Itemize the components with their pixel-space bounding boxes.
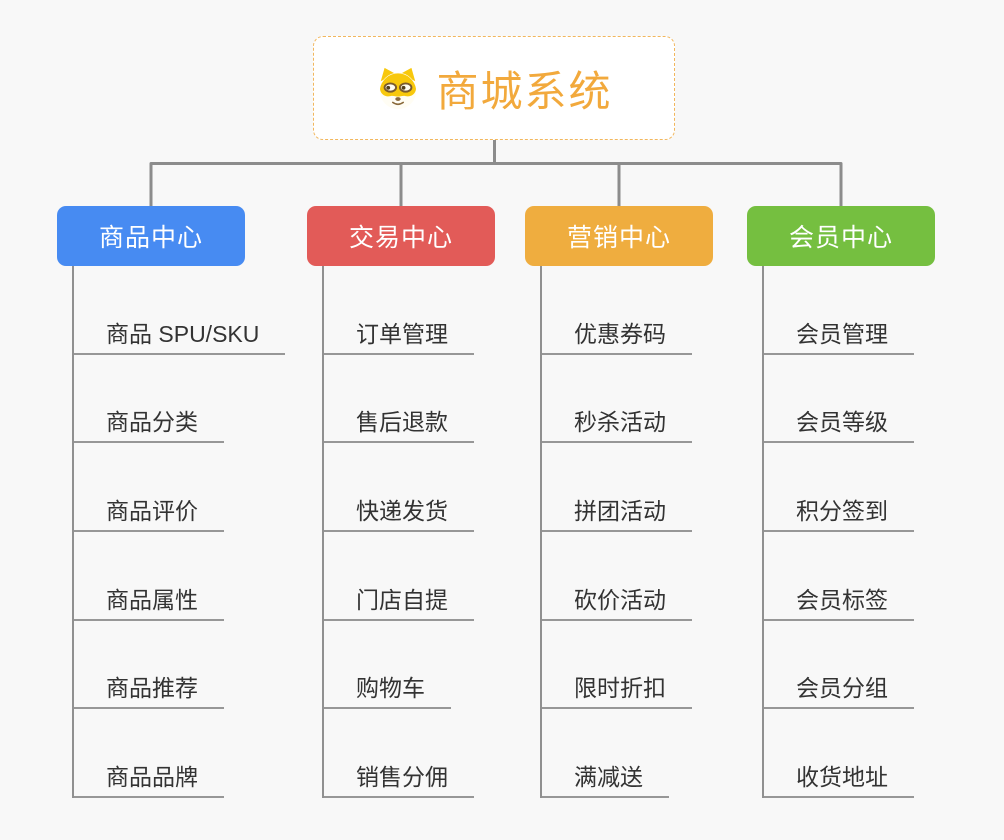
branch-node[interactable]: 交易中心	[307, 206, 495, 266]
leaf-node[interactable]: 秒杀活动	[542, 355, 692, 444]
leaf-node[interactable]: 砍价活动	[542, 532, 692, 621]
leaf-node[interactable]: 商品评价	[74, 443, 224, 533]
leaf-node[interactable]: 售后退款	[324, 355, 474, 444]
branch-node[interactable]: 营销中心	[525, 206, 713, 266]
leaf-node[interactable]: 会员标签	[764, 532, 914, 621]
leaf-node[interactable]: 商品品牌	[74, 709, 224, 799]
leaf-node[interactable]: 商品属性	[74, 532, 224, 621]
branch-node[interactable]: 商品中心	[57, 206, 245, 266]
branch-trade-center: 交易中心 订单管理 售后退款 快递发货 门店自提 购物车 销售分佣	[307, 206, 495, 799]
leaf-node[interactable]: 会员等级	[764, 355, 914, 444]
branch-items: 优惠券码 秒杀活动 拼团活动 砍价活动 限时折扣 满减送	[540, 266, 713, 799]
leaf-node[interactable]: 购物车	[324, 621, 451, 710]
leaf-node[interactable]: 限时折扣	[542, 621, 692, 710]
leaf-node[interactable]: 会员分组	[764, 621, 914, 710]
branch-items: 商品 SPU/SKU 商品分类 商品评价 商品属性 商品推荐 商品品牌	[72, 266, 286, 799]
root-node[interactable]: 商城系统	[313, 36, 675, 140]
leaf-node[interactable]: 拼团活动	[542, 443, 692, 533]
branch-items: 会员管理 会员等级 积分签到 会员标签 会员分组 收货地址	[762, 266, 935, 799]
leaf-node[interactable]: 门店自提	[324, 532, 474, 621]
leaf-node[interactable]: 订单管理	[324, 266, 474, 355]
leaf-node[interactable]: 优惠券码	[542, 266, 692, 355]
branch-node[interactable]: 会员中心	[747, 206, 935, 266]
leaf-node[interactable]: 商品分类	[74, 355, 224, 444]
branch-marketing-center: 营销中心 优惠券码 秒杀活动 拼团活动 砍价活动 限时折扣 满减送	[525, 206, 713, 799]
branch-items: 订单管理 售后退款 快递发货 门店自提 购物车 销售分佣	[322, 266, 495, 799]
leaf-node[interactable]: 销售分佣	[324, 709, 474, 799]
dog-face-icon	[380, 67, 417, 110]
leaf-node[interactable]: 商品 SPU/SKU	[74, 266, 286, 355]
leaf-node[interactable]: 收货地址	[764, 709, 914, 799]
leaf-node[interactable]: 会员管理	[764, 266, 914, 355]
leaf-node[interactable]: 满减送	[542, 709, 669, 799]
leaf-node[interactable]: 快递发货	[324, 443, 474, 533]
branch-member-center: 会员中心 会员管理 会员等级 积分签到 会员标签 会员分组 收货地址	[747, 206, 935, 799]
root-title: 商城系统	[436, 67, 613, 115]
leaf-node[interactable]: 商品推荐	[74, 621, 224, 710]
branch-product-center: 商品中心 商品 SPU/SKU 商品分类 商品评价 商品属性 商品推荐 商品品牌	[57, 206, 286, 799]
leaf-node[interactable]: 积分签到	[764, 443, 914, 533]
